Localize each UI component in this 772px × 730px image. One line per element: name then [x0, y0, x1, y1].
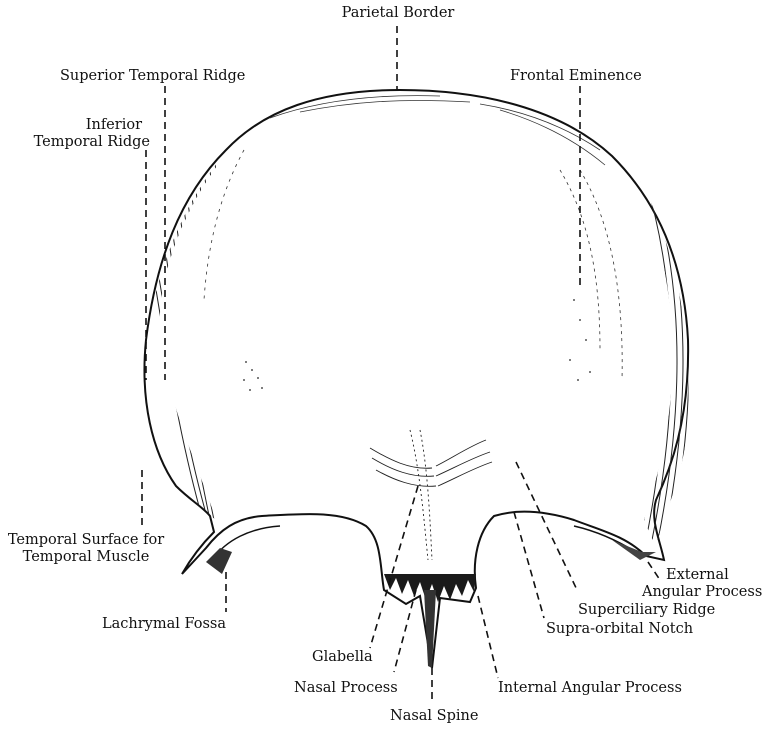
label-superior-temporal-ridge: Superior Temporal Ridge — [60, 68, 245, 85]
label-supra-orbital-notch: Supra-orbital Notch — [546, 621, 693, 638]
label-nasal-spine: Nasal Spine — [390, 708, 478, 725]
label-nasal-process: Nasal Process — [294, 680, 398, 697]
label-external-angular-line1: External — [666, 567, 729, 584]
label-inferior-temporal-ridge-line1: Inferior — [30, 117, 142, 134]
left-temporal-shading — [140, 130, 258, 520]
vault-shading — [204, 96, 622, 380]
label-frontal-eminence: Frontal Eminence — [510, 68, 642, 85]
leader-external-angular — [648, 562, 660, 580]
label-glabella: Glabella — [312, 649, 373, 666]
orbital-margins — [212, 526, 642, 560]
leader-superciliary-ridge — [516, 462, 578, 592]
label-external-angular-line2: Angular Process — [642, 584, 762, 601]
leader-supra-orbital-notch — [514, 512, 544, 618]
label-parietal-border: Parietal Border — [318, 5, 478, 22]
label-superciliary-ridge: Superciliary Ridge — [578, 602, 715, 619]
label-temporal-surface-line2: Temporal Muscle — [0, 549, 172, 566]
label-internal-angular-process: Internal Angular Process — [498, 680, 682, 697]
lachrymal-shading — [206, 548, 232, 574]
right-temporal-shading — [624, 170, 689, 540]
label-inferior-temporal-ridge-line2: Temporal Ridge — [30, 134, 150, 151]
label-lachrymal-fossa: Lachrymal Fossa — [102, 616, 226, 633]
stippling — [243, 299, 591, 391]
leader-internal-angular — [478, 596, 498, 678]
label-temporal-surface-line1: Temporal Surface for — [0, 532, 172, 549]
glabella-shading — [370, 430, 492, 560]
leader-glabella — [370, 486, 418, 648]
